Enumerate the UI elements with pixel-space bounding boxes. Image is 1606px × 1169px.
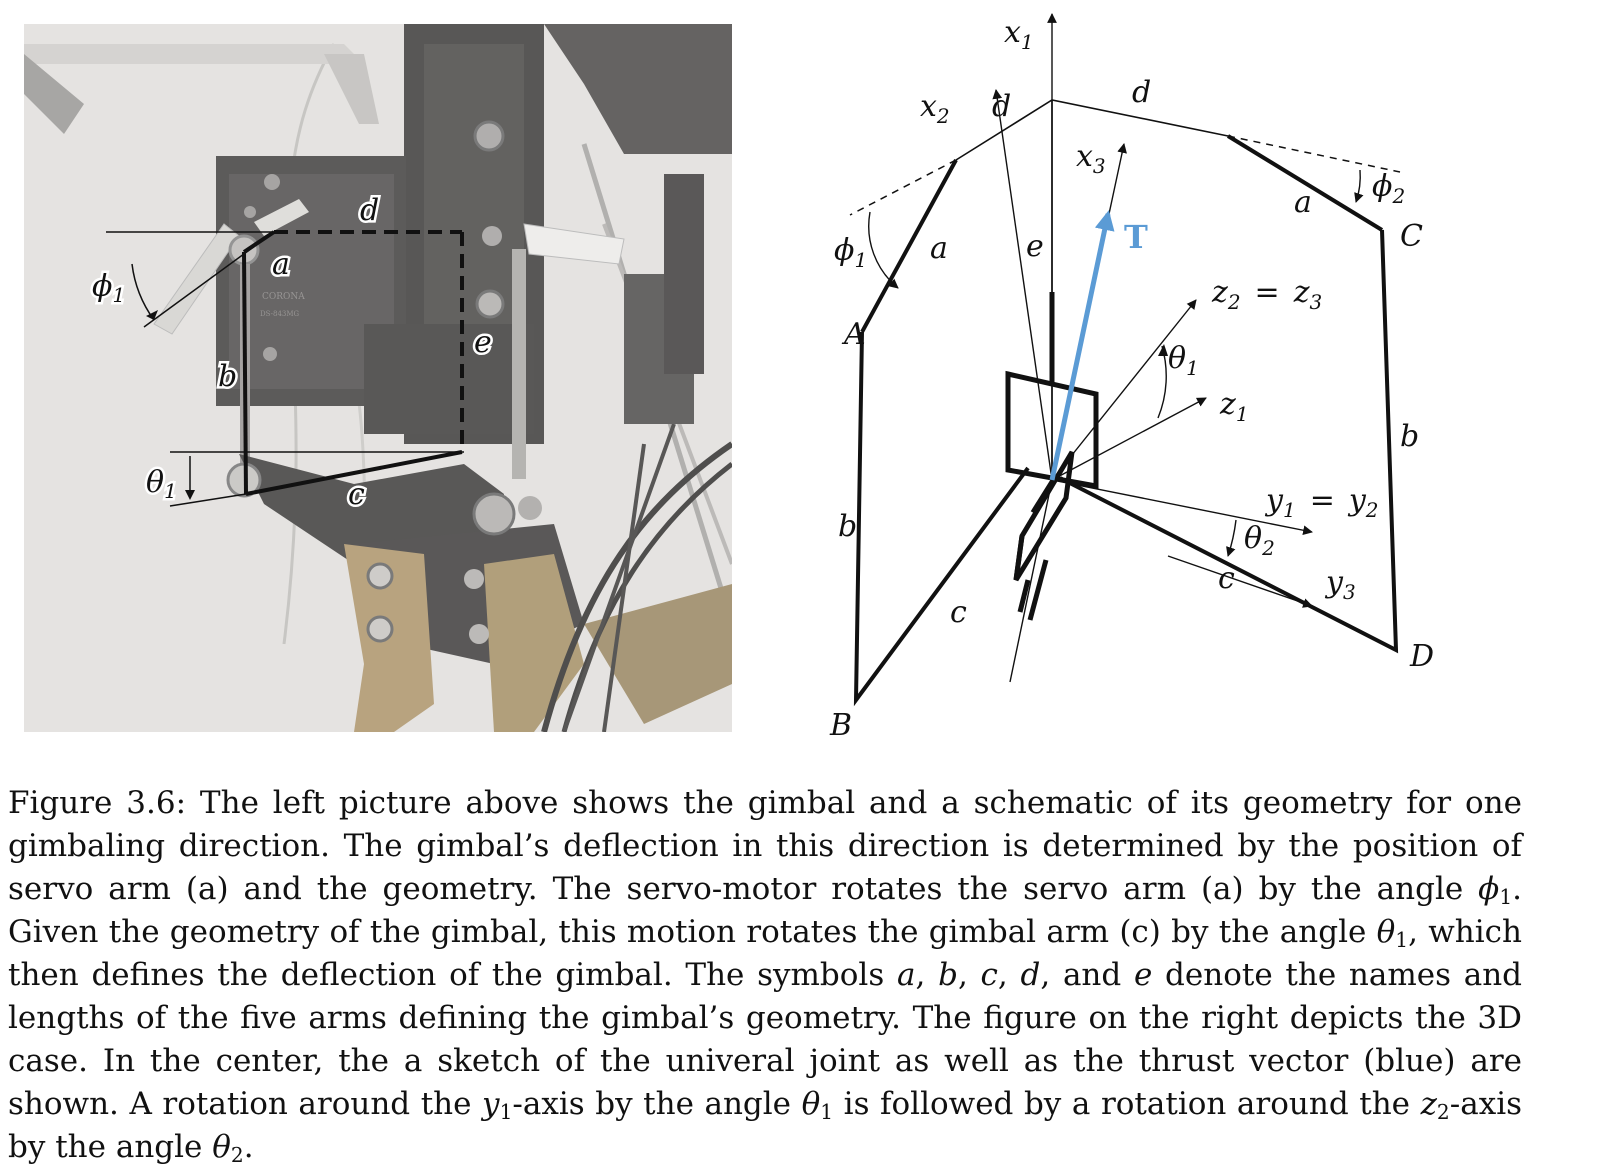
photo-label-b: b: [218, 359, 237, 394]
axis-down: [1009, 479, 1053, 683]
thrust-label: T: [1124, 218, 1148, 256]
label-theta1: θ1: [1168, 341, 1199, 380]
servo-model-text: DS-843MG: [260, 310, 300, 318]
point-B: B: [829, 708, 852, 743]
schem-label-c-right: c: [1218, 561, 1235, 596]
servo-brand-text: CORONA: [262, 292, 305, 302]
thrust-vector: [1049, 210, 1115, 481]
label-x3: x3: [1076, 139, 1106, 178]
axis-y3: [1167, 555, 1313, 608]
schem-label-a-right: a: [1294, 185, 1312, 220]
arm-b-right: [1059, 229, 1399, 654]
photo-overlay: [106, 230, 464, 507]
schem-label-e: e: [1026, 229, 1044, 264]
point-A: A: [841, 317, 866, 352]
schem-label-a-left: a: [930, 231, 948, 266]
label-z2-z3: z2=z3: [1211, 275, 1322, 314]
label-y1-y2: y1=y2: [1264, 483, 1379, 522]
gimbal-3d-schematic: T A B C D a a b b c c d d e x1 x2 x3 z2=…: [829, 13, 1434, 743]
schem-label-c-left: c: [950, 595, 967, 630]
point-D: D: [1409, 639, 1434, 674]
arm-b-left: [853, 331, 1030, 707]
label-phi2: ϕ2: [1372, 169, 1405, 208]
photo-label-phi: ϕ1: [92, 269, 125, 307]
arc-phi1: [868, 211, 899, 289]
photo-label-a: a: [272, 247, 290, 282]
gimbal-photo: CORONA DS-843MG: [24, 24, 732, 732]
photo-label-c: c: [348, 477, 365, 512]
schem-label-d-left: d: [992, 89, 1011, 124]
label-z1: z1: [1219, 387, 1249, 426]
arm-a-left: [860, 159, 958, 333]
label-x2: x2: [920, 89, 950, 128]
arm-a-right: [1226, 134, 1384, 232]
photo-label-d: d: [360, 193, 379, 228]
schem-label-b-left: b: [838, 509, 857, 544]
arc-theta2: [1226, 519, 1237, 557]
axis-x2: [992, 89, 1053, 481]
figure-caption: Figure 3.6: The left picture above shows…: [8, 785, 1523, 1168]
label-phi1: ϕ1: [834, 233, 867, 272]
label-y3: y3: [1324, 565, 1356, 604]
photo-label-theta: θ1: [146, 465, 177, 503]
axis-z2: [1051, 299, 1197, 481]
schem-label-d-right: d: [1132, 75, 1151, 110]
axis-y1: [1051, 479, 1313, 536]
axis-z1: [1051, 397, 1207, 481]
schem-label-b-right: b: [1400, 419, 1419, 454]
point-C: C: [1400, 219, 1423, 254]
universal-joint: [1005, 292, 1099, 613]
arc-phi2: [1354, 169, 1364, 203]
photo-label-e: e: [474, 325, 492, 360]
label-x1: x1: [1004, 15, 1034, 54]
label-theta2: θ2: [1244, 521, 1275, 560]
arc-theta1: [1157, 345, 1167, 419]
